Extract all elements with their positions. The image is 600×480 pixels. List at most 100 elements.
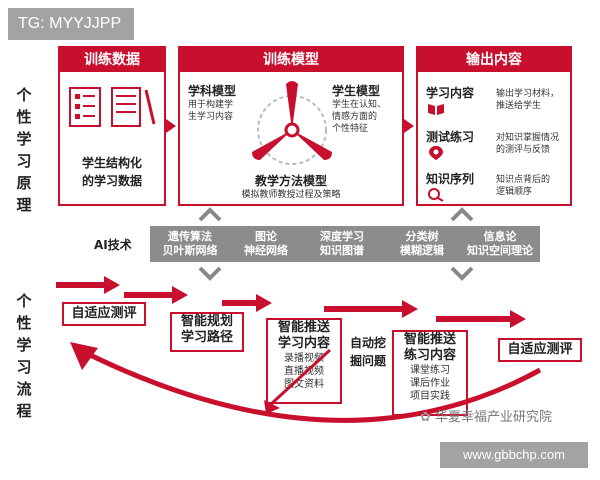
panel-training-data: 训练数据 学生结构化 的学习数据 xyxy=(58,46,166,206)
flow-step-title: 智能推送 xyxy=(403,332,456,347)
panel-title: 训练模型 xyxy=(180,48,402,72)
ai-item: 分类树模糊逻辑 xyxy=(384,230,460,258)
label-char: 性 xyxy=(16,108,32,126)
watermark-source: ✿ 华夏幸福产业研究院 xyxy=(420,406,552,425)
data-docs-icon xyxy=(69,87,156,127)
ai-tech-bar xyxy=(150,226,540,262)
output-item-title: 知识序列 xyxy=(426,172,475,186)
ai-item: 信息论知识空间理论 xyxy=(460,230,540,258)
arrow-right-icon xyxy=(404,119,414,133)
flow-step-item: 录播视频 xyxy=(284,353,324,364)
panel-training-model: 训练模型 学科模型 用于构建学 生学习内容 学生模型 学生在认知、 情感方面的 … xyxy=(178,46,404,206)
output-item-title: 测试练习 xyxy=(426,130,475,144)
flow-step-content: 智能推送 学习内容 录播视频 直播视频 图文资料 xyxy=(266,318,342,404)
location-pin-icon xyxy=(429,146,443,160)
label-char: 性 xyxy=(16,314,32,332)
subject-model-title: 学科模型 xyxy=(188,84,237,98)
label-principle: 个 性 学 习 原 理 xyxy=(14,84,34,216)
feedback-loop-arrow xyxy=(70,342,542,423)
teaching-model-desc: 模拟教师教授过程及策略 xyxy=(241,190,341,200)
flow-arrows xyxy=(56,276,526,328)
output-item-desc: 输出学习材料， xyxy=(496,89,560,99)
ai-item-line: 知识空间理论 xyxy=(467,244,533,257)
flow-step-item: 直播视频 xyxy=(284,366,324,377)
student-model-desc: 个性特征 xyxy=(332,124,369,134)
ai-label: AI技术 xyxy=(94,238,132,252)
double-chevron-icon xyxy=(450,207,474,281)
ai-item: 深度学习知识图谱 xyxy=(304,230,380,258)
label-char: 原 xyxy=(16,174,32,192)
subject-model-desc: 生学习内容 xyxy=(188,112,234,122)
flow-step-assessment: 自适应测评 xyxy=(62,302,146,326)
panel-title: 输出内容 xyxy=(418,48,570,72)
panel-output: 输出内容 学习内容 输出学习材料， 推送给学生 测试练习 对知识掌握情况 的测评… xyxy=(416,46,572,206)
label-char: 学 xyxy=(16,336,32,354)
output-item-test: 测试练习 xyxy=(426,128,492,165)
flow-step-mining: 自动挖 掘问题 xyxy=(346,334,390,370)
watermark-source-text: 华夏幸福产业研究院 xyxy=(435,410,553,425)
flow-step-assessment-final: 自适应测评 xyxy=(498,338,582,362)
label-char: 学 xyxy=(16,130,32,148)
flow-step-title: 学习内容 xyxy=(277,336,330,351)
output-item-desc: 知识点背后的 xyxy=(496,175,551,185)
flow-step-title: 智能规划 xyxy=(180,314,233,329)
ai-item: 遗传算法贝叶斯网络 xyxy=(152,230,228,258)
ai-item-line: 神经网络 xyxy=(244,244,288,257)
arrow-right-icon xyxy=(166,119,176,133)
output-item-desc: 逻辑顺序 xyxy=(496,187,533,197)
ai-item: 图论神经网络 xyxy=(230,230,302,258)
propeller-icon xyxy=(252,81,332,165)
panel-title: 训练数据 xyxy=(60,48,164,72)
subject-model: 学科模型 用于构建学 生学习内容 xyxy=(188,82,268,123)
flow-step-title: 自动挖 xyxy=(349,336,386,350)
flow-step-title: 自适应测评 xyxy=(71,306,137,321)
label-char: 个 xyxy=(16,86,32,104)
flow-step-title: 掘问题 xyxy=(349,354,386,368)
flow-step-item: 图文资料 xyxy=(284,379,324,390)
label-char: 理 xyxy=(16,196,32,214)
ai-item-line: 信息论 xyxy=(483,230,517,243)
wechat-icon: ✿ xyxy=(420,410,431,425)
magnifier-icon xyxy=(428,188,444,202)
ai-item-line: 贝叶斯网络 xyxy=(162,244,218,257)
label-char: 程 xyxy=(16,402,32,420)
label-char: 习 xyxy=(16,152,32,170)
ai-item-line: 知识图谱 xyxy=(320,244,364,257)
student-model-desc: 学生在认知、 xyxy=(332,100,387,110)
flow-step-title: 自适应测评 xyxy=(507,342,573,357)
label-char: 流 xyxy=(16,380,32,398)
subject-model-desc: 用于构建学 xyxy=(188,100,234,110)
book-icon xyxy=(428,104,444,115)
output-item-test-desc: 对知识掌握情况 的测评与反馈 xyxy=(496,132,572,156)
flow-step-exercises: 智能推送 练习内容 课堂练习 课后作业 项目实践 xyxy=(392,330,468,416)
flow-step-title: 智能推送 xyxy=(277,320,330,335)
teaching-model: 教学方法模型 模拟教师教授过程及策略 xyxy=(180,172,402,201)
flow-step-title: 学习路径 xyxy=(180,330,233,345)
label-process: 个 性 学 习 流 程 xyxy=(14,290,34,422)
double-chevron-icon xyxy=(198,207,222,281)
output-item-desc: 对知识掌握情况 xyxy=(496,133,560,143)
watermark-top: TG: MYYJJPP xyxy=(8,8,134,40)
teaching-model-title: 教学方法模型 xyxy=(254,174,327,188)
flow-step-item: 项目实践 xyxy=(410,391,450,402)
output-item-sequence: 知识序列 xyxy=(426,170,492,206)
ai-item-line: 分类树 xyxy=(405,230,439,243)
output-item-content: 学习内容 xyxy=(426,84,492,120)
student-model: 学生模型 学生在认知、 情感方面的 个性特征 xyxy=(332,82,404,135)
ai-item-line: 图论 xyxy=(255,230,277,243)
ai-item-line: 遗传算法 xyxy=(168,230,212,243)
output-item-desc: 的测评与反馈 xyxy=(496,145,551,155)
panel-body-line: 学生结构化 xyxy=(81,156,142,170)
panel-body-line: 的学习数据 xyxy=(81,174,142,188)
output-item-sequence-desc: 知识点背后的 逻辑顺序 xyxy=(496,174,572,198)
watermark-url: www.gbbchp.com xyxy=(440,442,588,468)
label-char: 个 xyxy=(16,292,32,310)
ai-item-line: 模糊逻辑 xyxy=(400,244,444,257)
output-item-content-desc: 输出学习材料， 推送给学生 xyxy=(496,88,572,112)
output-item-desc: 推送给学生 xyxy=(496,101,542,111)
ai-item-line: 深度学习 xyxy=(320,230,364,243)
flow-step-title: 练习内容 xyxy=(403,348,456,363)
flow-step-path: 智能规划 学习路径 xyxy=(170,312,244,352)
output-item-title: 学习内容 xyxy=(426,86,475,100)
student-model-desc: 情感方面的 xyxy=(332,112,378,122)
